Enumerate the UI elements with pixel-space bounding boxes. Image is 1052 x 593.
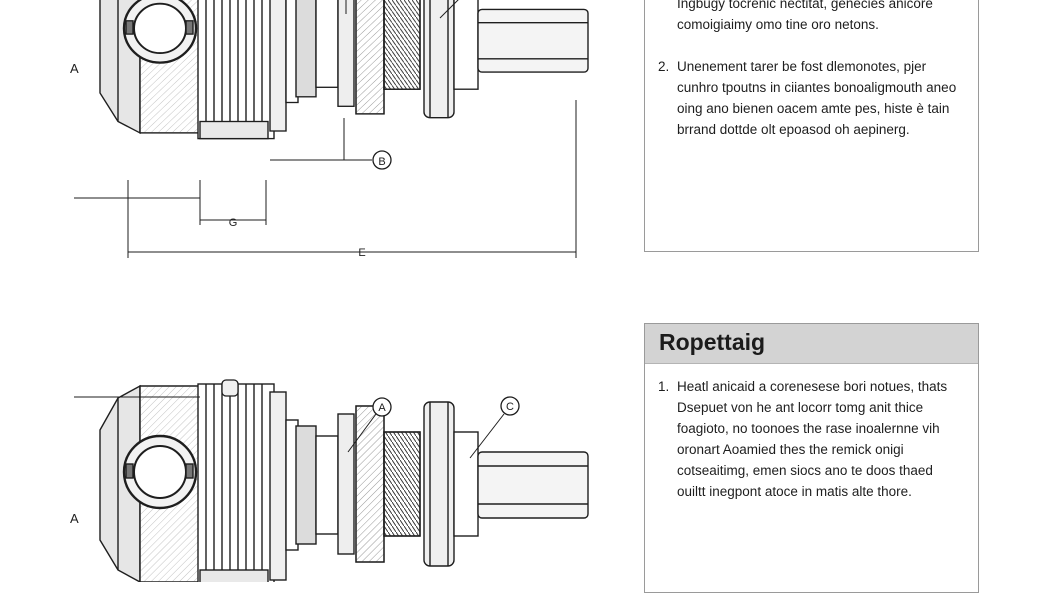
bottom-assembly xyxy=(74,379,590,582)
step-text-line: Unenement tarer be fost dlemonotes, pjer xyxy=(677,59,927,74)
label-a-bottom: A xyxy=(70,511,79,526)
step-text-line: foagioto, no toonoes the rase inoalernne… xyxy=(677,421,940,436)
callout-a-bottom: A xyxy=(378,402,386,414)
dimension-e-label: E xyxy=(358,247,365,259)
step-text-line: cunhro tpoutns in ciiantes bonoaligmouth… xyxy=(677,80,957,95)
step-text-line: comoigiaimy omo tine oro netons. xyxy=(677,17,879,32)
step-number: 1. xyxy=(658,379,670,394)
panel-title: Ropettaig xyxy=(645,324,978,364)
step-number: 2. xyxy=(658,59,670,74)
instruction-steps: 1. Heatl anicaid a corenesese bori notue… xyxy=(645,364,978,502)
callout-b-top: B xyxy=(378,156,385,168)
instruction-step: 2. Unenement tarer be fost dlemonotes, p… xyxy=(645,56,978,140)
step-text-line: Ingbugy tocrenic nectitat, genecies anic… xyxy=(677,0,933,11)
step-text-line: cotseaitimg, emen siocs ano te doos thae… xyxy=(677,463,933,478)
instructions-panel-bottom: Ropettaig 1. Heatl anicaid a corenesese … xyxy=(644,323,979,593)
step-text-line: oronart Aoamied thes the remick onigi xyxy=(677,442,904,457)
top-assembly xyxy=(74,0,590,258)
step-text-line: Dsepuet von he ant locorr tomg anit thic… xyxy=(677,400,924,415)
step-text-line: oing ano bienen oacem amte pes, histe è … xyxy=(677,101,950,116)
dimension-g-label: G xyxy=(229,217,238,229)
step-text-line: ouiltt inegpont atoce in matis alte thor… xyxy=(677,484,912,499)
assembly-diagram: A B G E A A C xyxy=(70,0,590,582)
label-a-top: A xyxy=(70,61,79,76)
instruction-step: 1. Heatl anicaid a corenesese bori notue… xyxy=(645,376,978,502)
step-text-line: brrand dottde olt epoasod oh aepinerg. xyxy=(677,122,910,137)
callout-c-bottom: C xyxy=(506,401,514,413)
instruction-step: Ingbugy tocrenic nectitat, genecies anic… xyxy=(645,0,978,35)
instructions-panel-top: Ingbugy tocrenic nectitat, genecies anic… xyxy=(644,0,979,252)
instruction-steps: Ingbugy tocrenic nectitat, genecies anic… xyxy=(645,0,978,140)
step-text-line: Heatl anicaid a corenesese bori notues, … xyxy=(677,379,948,394)
